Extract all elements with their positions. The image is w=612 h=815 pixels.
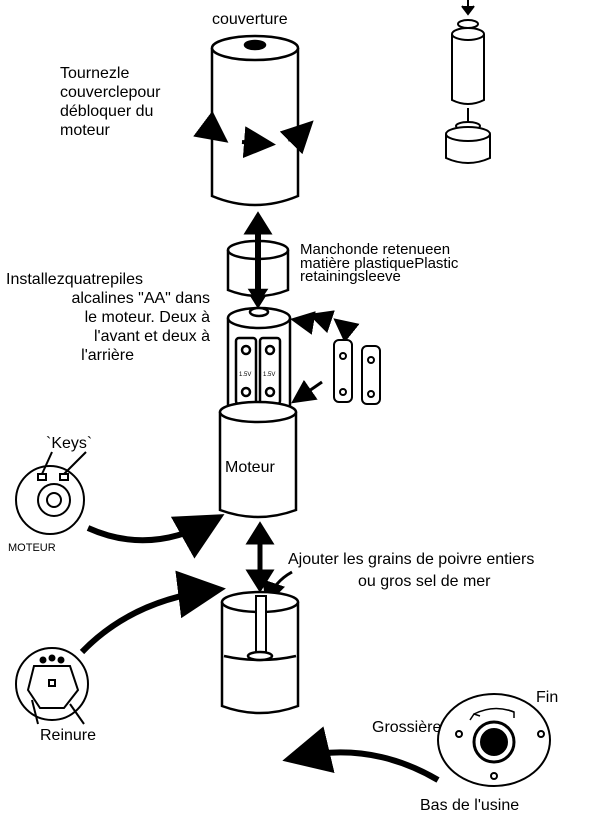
- motor-bottom-view: [15, 451, 87, 535]
- batteries-line-1: Installezquatrepiles: [6, 271, 143, 288]
- twist-line-1: Tournezle: [60, 65, 130, 82]
- groove-label: Reinure: [40, 727, 97, 744]
- battery-voltage-left: 1.5V: [239, 372, 251, 378]
- grinding-chamber: [220, 590, 300, 715]
- twist-line-3: débloquer du: [60, 103, 154, 120]
- sleeve-label: Manchonde retenueen matière plastiquePla…: [300, 241, 459, 285]
- double-arrow-bottom: [245, 521, 275, 593]
- batteries-instruction: Installezquatrepiles alcalines "AA" dans…: [6, 270, 218, 365]
- arrow-base-to-chamber: [282, 726, 440, 783]
- batteries-line-5: l'arrière: [81, 347, 134, 364]
- add-grain-line-2: ou gros sel de mer: [358, 573, 491, 590]
- twist-cover-instruction: Tournezle couverclepour débloquer du mot…: [60, 64, 161, 140]
- cover-label: couverture: [212, 11, 288, 28]
- batteries-line-4: l'avant et deux à: [93, 328, 210, 345]
- twist-line-4: moteur: [60, 122, 110, 139]
- add-grain-line-1: Ajouter les grains de poivre entiers: [288, 551, 535, 568]
- keys-label: `Keys`: [46, 435, 93, 452]
- motor-label: Moteur: [224, 458, 276, 477]
- fine-label: Fin: [536, 689, 559, 706]
- coarse-label: Grossière: [372, 719, 442, 736]
- batteries-line-2: alcalines "AA" dans: [71, 290, 210, 307]
- sleeve-line-3: retainingsleeve: [300, 268, 401, 285]
- groove-bottom-view: [15, 647, 89, 725]
- aa-batteries: [333, 339, 381, 405]
- sleeve-line-2: matière plastiquePlastic: [300, 255, 459, 272]
- battery-voltage-right: 1.5V: [263, 372, 275, 378]
- twist-line-2: couverclepour: [60, 84, 161, 101]
- arrow-groove-to-chamber: [79, 570, 226, 655]
- insert-battery-arrows: [290, 310, 360, 404]
- mill-base-view: [437, 693, 551, 787]
- top-right-assembly-illustration: [445, 0, 491, 164]
- cover-cylinder: [210, 34, 300, 207]
- base-label: Bas de l'usine: [420, 797, 520, 814]
- motor-caps-label: MOTEUR: [8, 542, 56, 554]
- twist-arrows: [193, 110, 314, 159]
- arrow-motor-to-body: [86, 514, 225, 559]
- battery-compartment: [226, 306, 292, 414]
- batteries-line-3: le moteur. Deux à: [84, 309, 210, 326]
- sleeve-line-1: Manchonde retenueen: [300, 241, 451, 258]
- retaining-sleeve: [226, 230, 290, 305]
